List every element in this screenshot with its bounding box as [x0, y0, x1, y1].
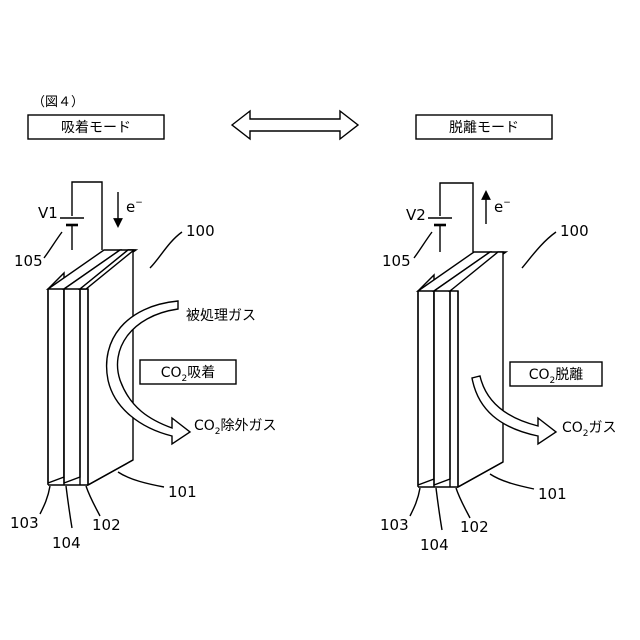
right-leader-100	[522, 232, 556, 268]
left-ref-104: 104	[52, 534, 81, 552]
right-leader-104	[436, 488, 442, 530]
left-mode-label: 吸着モード	[61, 120, 131, 136]
right-ref-102: 102	[460, 518, 489, 536]
left-leader-102	[86, 486, 100, 516]
right-leader-102	[456, 488, 470, 518]
left-plate-103	[48, 273, 64, 483]
left-ref-101: 101	[168, 483, 197, 501]
left-leader-105	[44, 232, 62, 258]
right-voltage-label: V2	[406, 206, 426, 224]
left-voltage-label: V1	[38, 204, 58, 222]
left-leader-103	[40, 486, 50, 514]
right-battery-ref: 105	[382, 252, 411, 270]
left-leader-101	[118, 472, 164, 487]
left-electron-label: e−	[126, 198, 143, 216]
left-device-ref: 100	[186, 222, 215, 240]
right-mode-label: 脱離モード	[449, 119, 519, 136]
right-plate-104	[434, 275, 450, 485]
left-plate-104	[64, 273, 80, 483]
right-leader-103	[410, 488, 420, 516]
left-gas-in-label: 被処理ガス	[186, 308, 256, 324]
left-ref-102: 102	[92, 516, 121, 534]
right-plate-103	[418, 275, 434, 485]
right-electron-label: e−	[494, 198, 511, 216]
left-gas-out-label: CO2除外ガス	[194, 418, 277, 437]
right-device-ref: 100	[560, 222, 589, 240]
left-ref-103: 103	[10, 514, 39, 532]
right-gas-out-label: CO2ガス	[562, 420, 617, 439]
right-panel: 脱離モード V2 e− 100 105 CO2脱離 CO2ガス 101 103	[380, 115, 617, 554]
left-leader-104	[66, 486, 72, 528]
left-panel: 吸着モード V1 e− 100 105 被処理ガス CO2吸	[10, 115, 277, 552]
right-ref-103: 103	[380, 516, 409, 534]
left-battery-ref: 105	[14, 252, 43, 270]
right-ref-104: 104	[420, 536, 449, 554]
right-leader-101	[490, 474, 534, 489]
mode-switch-double-arrow-icon	[232, 111, 358, 139]
figure-label: （図４）	[32, 95, 84, 110]
left-leader-100	[150, 232, 182, 268]
right-ref-101: 101	[538, 485, 567, 503]
right-leader-105	[414, 232, 432, 258]
